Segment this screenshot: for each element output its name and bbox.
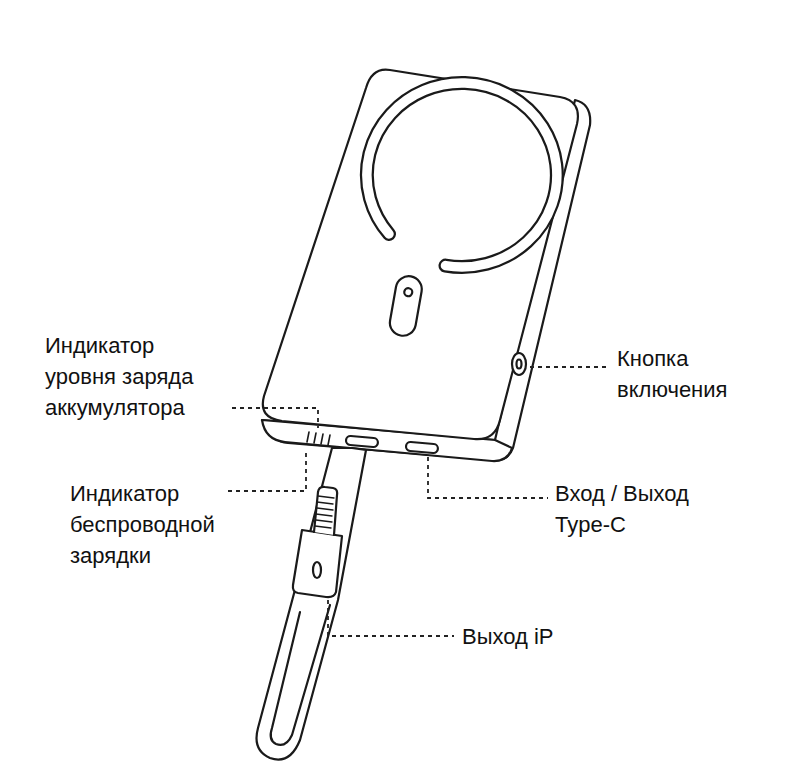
power-button-inner	[517, 360, 522, 369]
leader-line	[228, 452, 306, 491]
power-button	[512, 353, 526, 375]
type-c-port	[406, 442, 439, 454]
cable-strap-inner	[271, 605, 330, 745]
part-label: Выход iP	[462, 621, 554, 652]
front-face	[263, 70, 578, 440]
leader-line	[530, 366, 610, 368]
connector-hole	[313, 562, 321, 578]
magnet-ring	[367, 83, 557, 267]
indicator-lights	[307, 432, 330, 445]
part-label: Кнопка включения	[617, 343, 767, 405]
leader-line	[328, 600, 454, 636]
part-label: Индикатор беспроводной зарядки	[70, 478, 250, 571]
port	[346, 436, 379, 448]
part-label: Индикатор уровня заряда аккумулятора	[45, 330, 230, 423]
magnet-ring-inner	[367, 83, 557, 267]
part-label: Вход / Выход Type-C	[555, 478, 730, 540]
connector-body	[293, 530, 342, 597]
leader-line	[232, 408, 318, 428]
slot-dot	[404, 288, 413, 297]
alignment-slot	[388, 274, 424, 338]
lightning-contacts	[315, 496, 334, 528]
cable-strap	[257, 448, 367, 760]
leader-line	[428, 457, 548, 498]
lightning-tip	[314, 487, 337, 535]
